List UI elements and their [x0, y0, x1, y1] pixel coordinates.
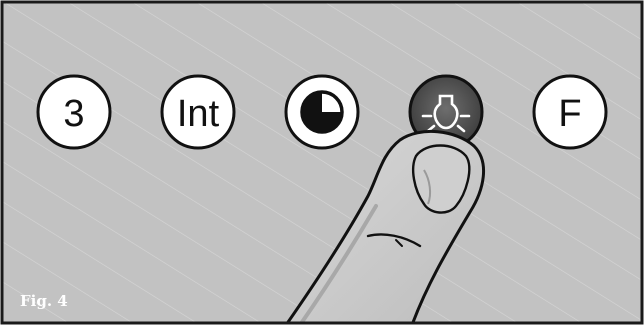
button-int[interactable]: Int	[162, 76, 234, 148]
button-timer[interactable]	[286, 76, 358, 148]
button-3[interactable]: 3	[38, 76, 110, 148]
button-3-label: 3	[63, 93, 84, 135]
timer-icon	[302, 92, 342, 132]
figure-label: Fig. 4	[20, 292, 68, 310]
button-f[interactable]: F	[534, 76, 606, 148]
button-f-label: F	[558, 93, 581, 135]
button-int-label: Int	[177, 93, 220, 135]
